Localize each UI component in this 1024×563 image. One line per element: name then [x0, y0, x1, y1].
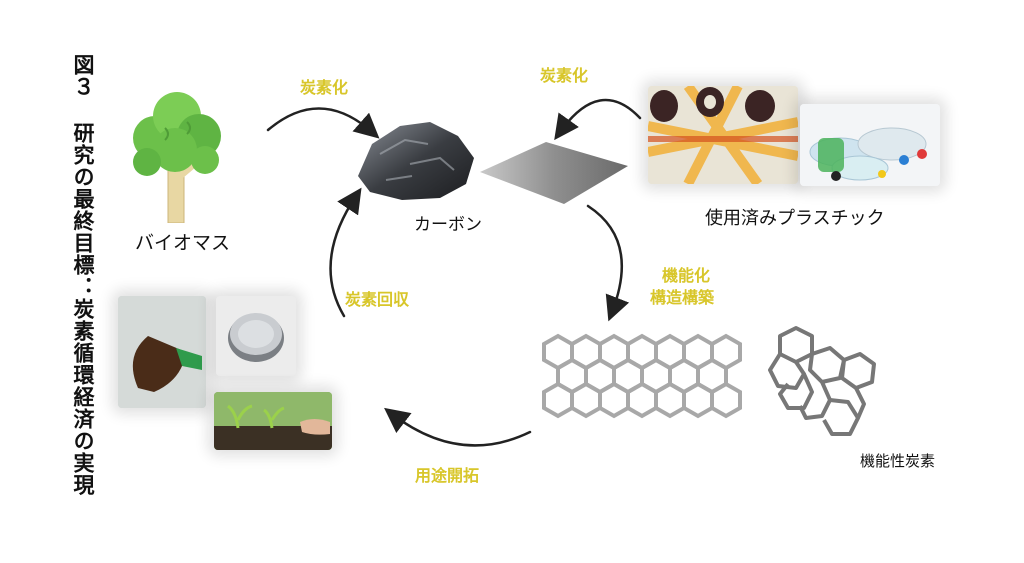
carbon-sheet-image	[476, 138, 632, 208]
arrow-recovery-to-carbon	[329, 187, 362, 318]
plastic-film-photo	[648, 86, 798, 184]
biomass-label: バイオマス	[135, 232, 231, 254]
figure-label: 図３	[71, 54, 95, 98]
carbon-label: カーボン	[414, 215, 482, 235]
plastic-bottles-photo	[800, 104, 940, 186]
label-application-development: 用途開拓	[415, 466, 480, 485]
coin-battery-photo	[216, 296, 296, 376]
arrow-biomass-to-carbon	[266, 107, 380, 139]
hexagon-lattice-image	[538, 330, 746, 430]
functional-carbon-label: 機能性炭素	[860, 452, 936, 470]
electronic-part-photo	[118, 296, 206, 408]
label-functionalization-1: 機能化	[662, 266, 711, 285]
label-carbonization-right: 炭素化	[540, 66, 589, 85]
molecular-structure-image	[760, 322, 884, 444]
carbon-lump-image	[350, 114, 480, 204]
figure-title-text: 研究の最終目標：炭素循環経済の実現	[71, 122, 95, 496]
tree-icon	[125, 88, 225, 223]
label-carbon-recovery: 炭素回収	[345, 290, 410, 309]
arrow-plastic-to-carbon	[554, 98, 642, 141]
used-plastic-label: 使用済みプラスチック	[705, 208, 885, 229]
arrow-carbon-to-functional	[586, 204, 630, 322]
label-functionalization-2: 構造構築	[650, 288, 715, 307]
figure-title: 図３ 研究の最終目標：炭素循環経済の実現	[58, 54, 98, 496]
soil-sprout-photo	[214, 392, 332, 450]
label-carbonization-left: 炭素化	[300, 78, 349, 97]
arrow-to-application	[384, 407, 532, 447]
